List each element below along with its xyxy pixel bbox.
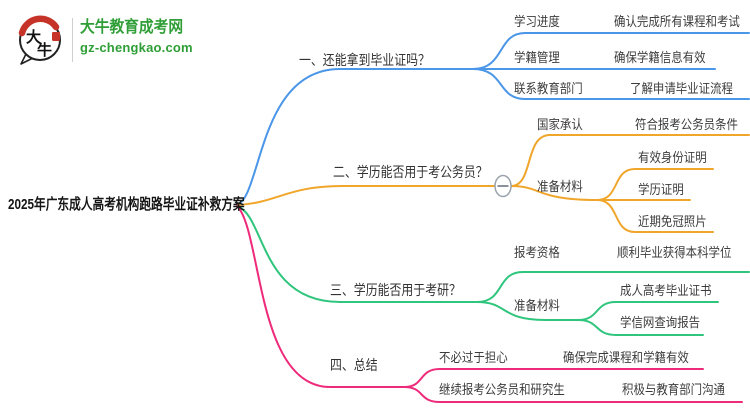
branch-3-subnode-2[interactable]: 准备材料	[514, 298, 560, 313]
branch-3-leaf-2[interactable]: 成人高考毕业证书	[620, 283, 712, 298]
svg-text:牛: 牛	[37, 41, 52, 59]
branch-1-subnode-2[interactable]: 学籍管理	[514, 50, 560, 65]
branch-4-leaf-2[interactable]: 积极与教育部门沟通	[622, 382, 725, 397]
root-topic[interactable]: 2025年广东成人高考机构跑路毕业证补救方案	[8, 196, 245, 213]
branch-3-leaf-3[interactable]: 学信网查询报告	[620, 315, 701, 330]
site-domain: gz-chengkao.com	[80, 40, 193, 55]
branch-2-leaf-1[interactable]: 符合报考公务员条件	[635, 117, 738, 132]
branch-4-subnode-2[interactable]: 继续报考公务员和研究生	[439, 382, 565, 397]
branch-4-topic[interactable]: 四、总结	[330, 357, 378, 373]
site-name: 大牛教育成考网	[80, 19, 184, 36]
branch-4-leaf-1[interactable]: 确保完成课程和学籍有效	[563, 350, 689, 365]
branch-2-leaf-3[interactable]: 学历证明	[638, 182, 684, 197]
branch-3-topic[interactable]: 三、学历能否用于考研？	[330, 282, 461, 298]
branch-1-leaf-2[interactable]: 确保学籍信息有效	[614, 50, 706, 65]
collapse-icon[interactable]	[494, 174, 512, 198]
branch-2-topic[interactable]: 二、学历能否用于考公务员？	[333, 164, 488, 180]
branch-3-lines	[236, 205, 750, 336]
branch-4-lines	[236, 205, 743, 403]
branch-2-leaf-4[interactable]: 近期免冠照片	[638, 214, 707, 229]
branch-4-subnode-1[interactable]: 不必过于担心	[439, 350, 508, 365]
branch-3-leaf-1[interactable]: 顺利毕业获得本科学位	[617, 245, 732, 260]
branch-1-lines	[236, 32, 750, 206]
logo-divider	[72, 18, 73, 62]
branch-2-leaf-2[interactable]: 有效身份证明	[638, 150, 707, 165]
branch-1-subnode-3[interactable]: 联系教育部门	[514, 81, 583, 96]
branch-1-leaf-3[interactable]: 了解申请毕业证流程	[630, 81, 733, 96]
branch-2-subnode-1[interactable]: 国家承认	[537, 117, 583, 132]
branch-1-subnode-1[interactable]: 学习进度	[514, 14, 560, 29]
branch-2-subnode-2[interactable]: 准备材料	[537, 179, 583, 194]
logo-bull-icon: 大 牛	[18, 15, 61, 65]
branch-1-leaf-1[interactable]: 确认完成所有课程和考试	[614, 14, 740, 29]
branch-2-lines	[236, 134, 750, 233]
site-logo[interactable]: 大 牛 大牛教育成考网 gz-chengkao.com	[12, 12, 212, 68]
branch-3-subnode-1[interactable]: 报考资格	[514, 245, 560, 260]
svg-text:大: 大	[26, 28, 41, 46]
branch-1-topic[interactable]: 一、还能拿到毕业证吗？	[299, 52, 430, 68]
